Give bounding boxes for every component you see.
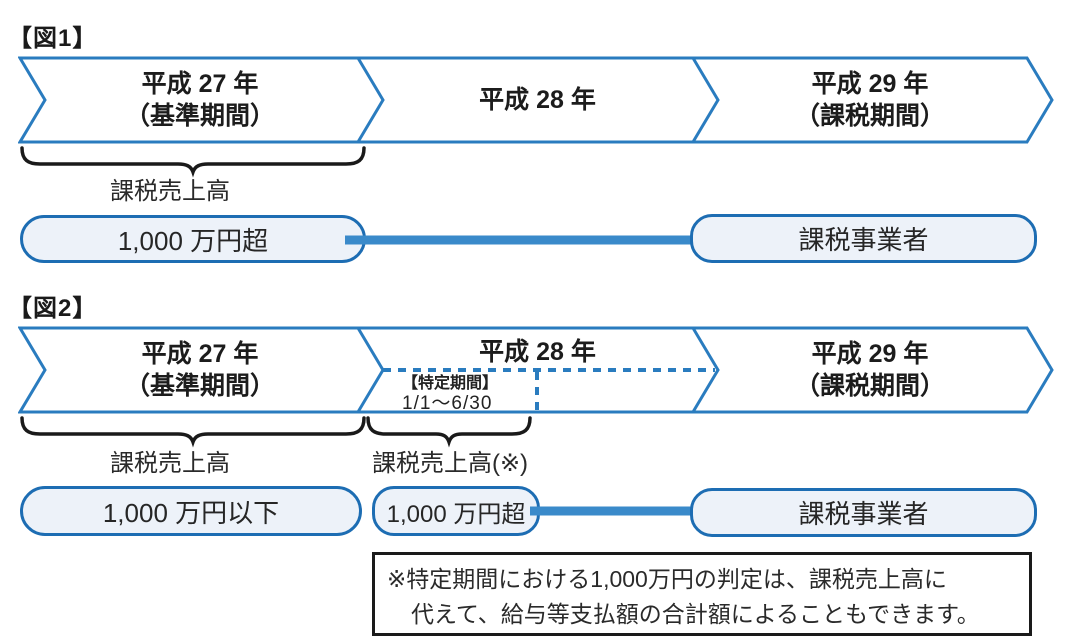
segment-divider xyxy=(691,327,720,413)
figure2-amount-box-left: 1,000 万円以下 xyxy=(20,486,362,536)
flow-arrow-icon xyxy=(345,228,740,252)
figure1-segment-h28: 平成 28 年 xyxy=(479,86,596,114)
figure2-brace-label-right: 課税売上高(※) xyxy=(371,450,529,477)
figure1-amount-box: 1,000 万円超 xyxy=(20,215,366,263)
figure1-label: 【図1】 xyxy=(8,25,98,52)
brace xyxy=(20,146,366,178)
band-outline xyxy=(18,56,1054,144)
figure1-result-box: 課税事業者 xyxy=(690,214,1037,263)
segment-divider xyxy=(356,57,385,143)
figure1-segment-h27: 平成 27 年 （基準期間） xyxy=(124,70,275,130)
figure2-amount-box-right: 1,000 万円超 xyxy=(372,486,540,536)
figure2-result-box: 課税事業者 xyxy=(690,488,1037,537)
figure2-segment-h27: 平成 27 年 （基準期間） xyxy=(124,340,275,400)
note-line-1: ※特定期間における1,000万円の判定は、課税売上高に xyxy=(387,566,947,592)
note-line-2: 代えて、給与等支払額の合計額によることもできます。 xyxy=(411,601,980,627)
figure2-timeline-band xyxy=(18,326,1054,414)
brace xyxy=(20,416,366,448)
brace xyxy=(366,416,532,448)
figure2-label: 【図2】 xyxy=(8,295,98,322)
figure1-segment-h29: 平成 29 年 （課税期間） xyxy=(794,70,945,130)
note-box: ※特定期間における1,000万円の判定は、課税売上高に 代えて、給与等支払額の合… xyxy=(372,552,1032,636)
figure1-brace-label: 課税売上高 xyxy=(110,178,230,205)
figure2-brace-label-left: 課税売上高 xyxy=(110,450,230,477)
special-period-label: 【特定期間】 1/1～6/30 xyxy=(402,375,499,414)
segment-divider xyxy=(691,57,720,143)
figure2-segment-h28: 平成 28 年 xyxy=(479,338,596,366)
figure2-segment-h29: 平成 29 年 （課税期間） xyxy=(794,340,945,400)
figure1-timeline-band xyxy=(18,56,1054,144)
